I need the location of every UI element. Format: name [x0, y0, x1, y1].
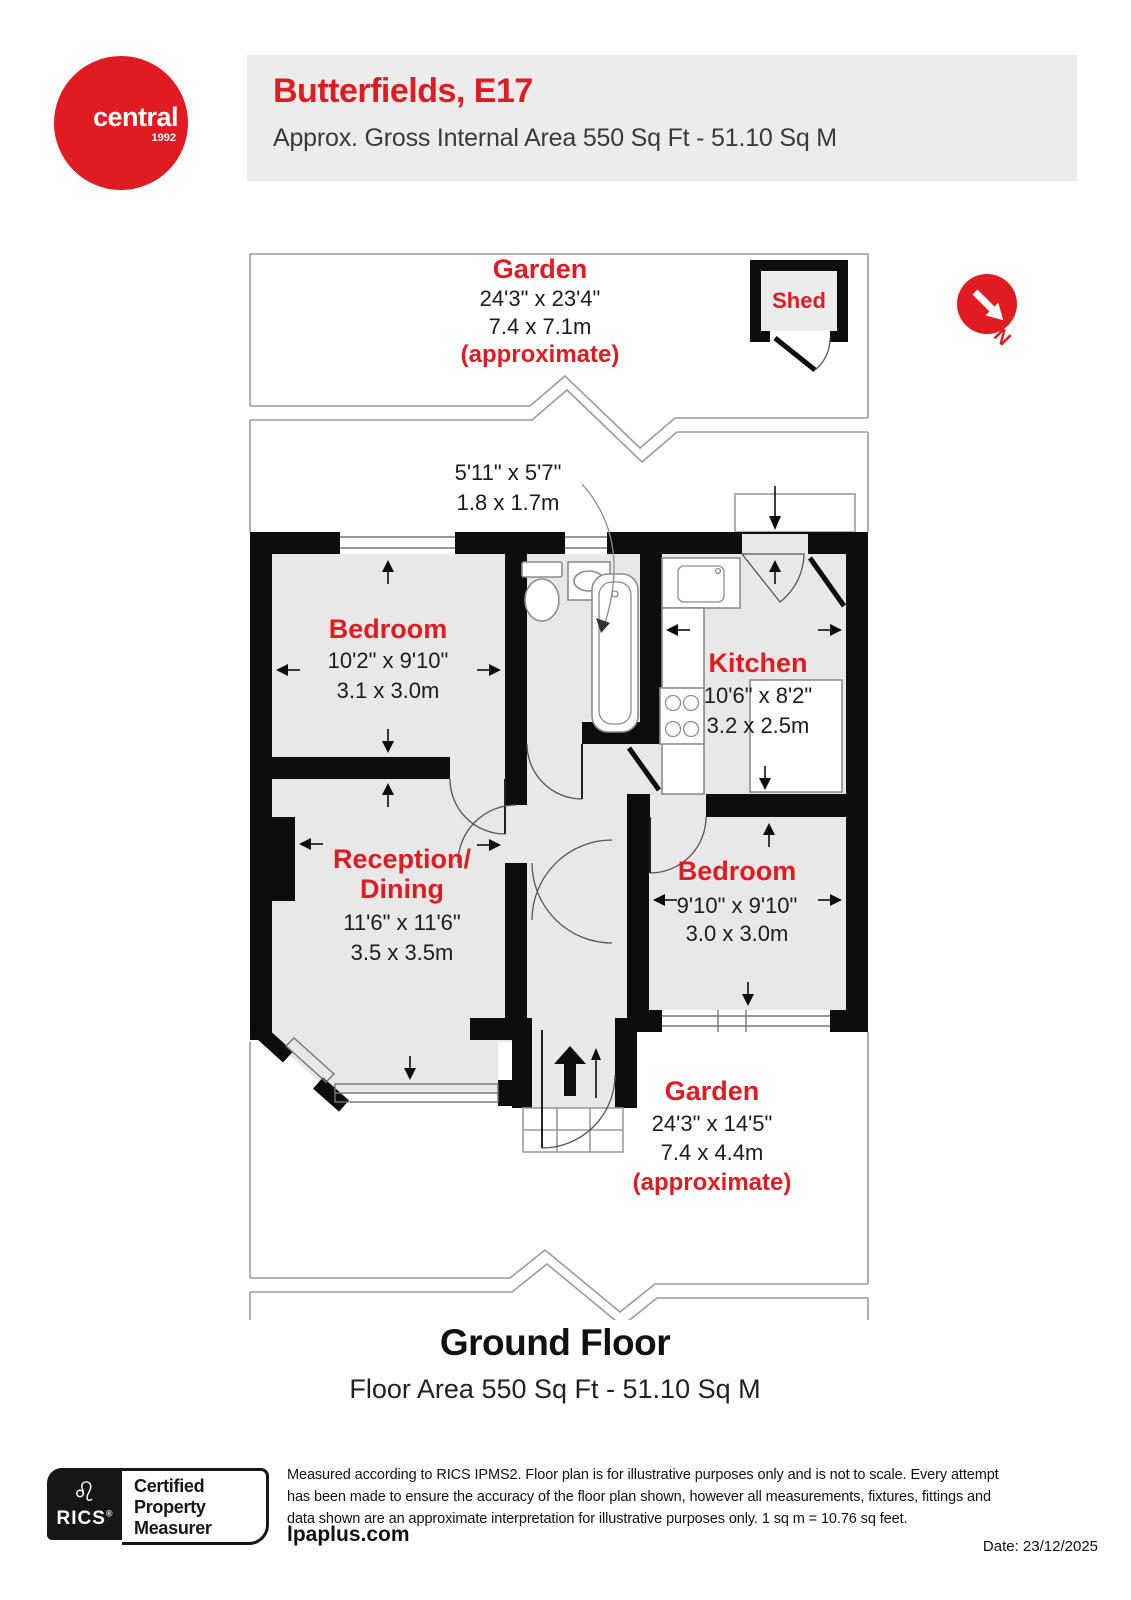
garden-top: Garden 24'3" x 23'4" 7.4 x 7.1m (approxi… [249, 253, 869, 532]
bedroom-front-metric: 3.1 x 3.0m [337, 678, 440, 703]
garden-top-note: (approximate) [461, 341, 620, 368]
garden-top-name: Garden [493, 254, 588, 284]
floor-plan-figure: Garden 24'3" x 23'4" 7.4 x 7.1m (approxi… [249, 253, 1017, 1320]
shed: Shed [750, 260, 848, 372]
toilet-icon [521, 561, 563, 622]
house-interior [272, 554, 846, 1032]
disclaimer-text: Measured according to RICS IPMS2. Floor … [287, 1464, 1102, 1530]
hall-imperial: 5'11" x 5'7" [455, 460, 562, 485]
garden-bottom-imperial: 24'3" x 14'5" [652, 1111, 773, 1136]
reception-label: Reception/ Dining 11'6" x 11'6" 3.5 x 3.… [333, 844, 472, 965]
kitchen-door [626, 746, 662, 792]
floor-area: Floor Area 550 Sq Ft - 51.10 Sq M [349, 1374, 761, 1404]
kitchen-counter-right [749, 679, 843, 793]
house: 5'11" x 5'7" 1.8 x 1.7m Bedroom 10'2" x … [250, 460, 868, 1153]
badge-line-1: Certified [134, 1476, 205, 1496]
window-bedroom-back [662, 1010, 830, 1032]
disclaimer-line-3: data shown are an approximate interpreta… [287, 1511, 908, 1527]
website-link: lpaplus.com [287, 1523, 410, 1546]
bathtub-icon [591, 573, 639, 733]
reception-door-swing [457, 804, 517, 864]
bedroom-back-name: Bedroom [678, 856, 797, 886]
kitchen-metric: 3.2 x 2.5m [707, 713, 810, 738]
garden-top-imperial: 24'3" x 23'4" [480, 286, 601, 311]
bedroom-back-label: Bedroom 9'10" x 9'10" 3.0 x 3.0m [677, 856, 798, 946]
window-bathroom [565, 532, 607, 554]
rics-badge: ♌ RICS® Certified Property Measurer [47, 1468, 269, 1545]
kitchen-sink-icon [661, 557, 741, 609]
garden-bottom-note: (approximate) [633, 1169, 792, 1196]
entry-arrow-icon [554, 1046, 586, 1096]
garden-bottom: Garden 24'3" x 14'5" 7.4 x 4.4m (approxi… [249, 1032, 869, 1320]
rics-reg-mark: ® [105, 1508, 113, 1519]
reception-metric: 3.5 x 3.5m [351, 940, 454, 965]
kitchen-name: Kitchen [708, 648, 807, 678]
reception-name-2: Dining [360, 874, 444, 904]
garden-bottom-metric: 7.4 x 4.4m [661, 1140, 764, 1165]
rics-org-label: RICS® [56, 1508, 112, 1530]
hall-metric: 1.8 x 1.7m [457, 490, 560, 515]
disclaimer-line-2: has been made to ensure the accuracy of … [287, 1489, 991, 1505]
bedroom-front-label: Bedroom 10'2" x 9'10" 3.1 x 3.0m [328, 614, 449, 703]
kitchen-label: Kitchen 10'6" x 8'2" 3.2 x 2.5m [704, 648, 812, 738]
disclaimer-line-1: Measured according to RICS IPMS2. Floor … [287, 1467, 999, 1483]
rics-badge-left: ♌ RICS® [47, 1468, 122, 1540]
window-bedroom-front [340, 532, 455, 554]
bedroom-back-door-swing [649, 816, 707, 874]
bedroom-back-imperial: 9'10" x 9'10" [677, 893, 798, 918]
header: Butterfields, E17 Approx. Gross Internal… [247, 55, 1077, 181]
bedroom-front-name: Bedroom [329, 614, 448, 644]
badge-line-3: Measurer [134, 1518, 212, 1538]
date-label: Date: 23/12/2025 [982, 1538, 1098, 1555]
kitchen-imperial: 10'6" x 8'2" [704, 683, 812, 708]
rics-badge-right: Certified Property Measurer [122, 1468, 269, 1545]
shed-name: Shed [772, 288, 826, 313]
garden-top-metric: 7.4 x 7.1m [489, 314, 592, 339]
bathroom-door-swing [526, 743, 583, 800]
hall-label: 5'11" x 5'7" 1.8 x 1.7m [455, 460, 615, 633]
badge-line-2: Property [134, 1497, 206, 1517]
bedroom-front-door-swing [449, 778, 506, 835]
gross-internal-area: Approx. Gross Internal Area 550 Sq Ft - … [273, 124, 837, 152]
bedroom-front-imperial: 10'2" x 9'10" [328, 648, 449, 673]
bedroom-back-metric: 3.0 x 3.0m [686, 921, 789, 946]
back-door-swing [740, 553, 805, 603]
reception-name-1: Reception/ [333, 844, 472, 874]
window-bay [284, 1037, 499, 1103]
rics-lion-icon: ♌ [72, 1476, 97, 1508]
logo-year-text: 1992 [151, 132, 176, 144]
front-entrance [522, 1030, 624, 1153]
hob-icon [659, 687, 705, 745]
rics-org-text: RICS [56, 1507, 106, 1529]
property-title: Butterfields, E17 [273, 72, 533, 110]
compass-icon: N [957, 274, 1017, 350]
reception-imperial: 11'6" x 11'6" [343, 910, 460, 935]
logo-brand-text: central [92, 102, 179, 132]
floor-title: Ground Floor [439, 1322, 671, 1363]
garden-bottom-name: Garden [665, 1076, 760, 1106]
measure-arrows [276, 560, 842, 1080]
central-logo: central 1992 [54, 56, 188, 190]
